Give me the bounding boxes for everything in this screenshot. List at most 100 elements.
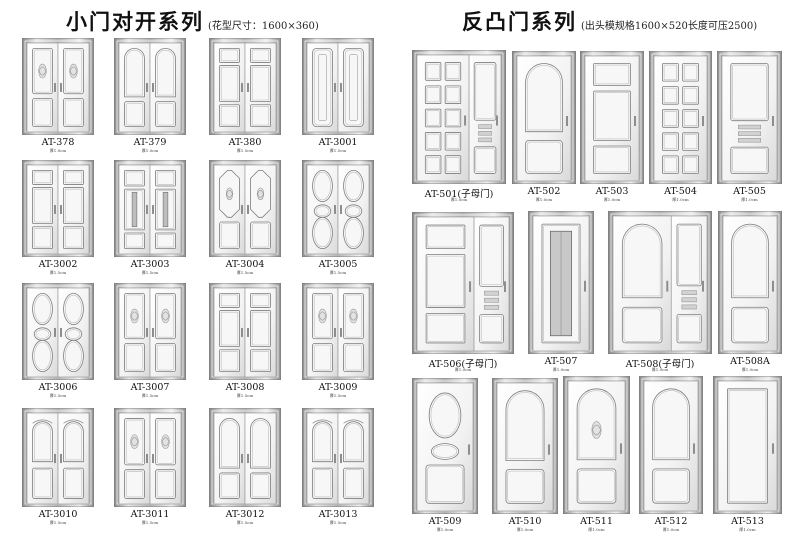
door-drawing [302, 283, 374, 380]
door-model-code: AT-3003 [130, 259, 170, 270]
door-model-code: AT-3012 [225, 509, 265, 520]
door-model-code: AT-501(子母门) [424, 189, 494, 200]
right-series-subtitle: (出头模规格1600×520长度可压2500) [581, 21, 758, 32]
door-model-code: AT-379 [133, 137, 167, 148]
door-model-code: AT-3013 [318, 509, 358, 520]
door-model-code: AT-510 [508, 516, 542, 527]
door-thickness-note: 厚1.5cm [49, 270, 67, 275]
door-drawing [114, 408, 186, 507]
door-model-code: AT-503 [595, 186, 629, 197]
door-model-code: AT-3004 [225, 259, 265, 270]
door-drawing [114, 160, 186, 257]
door-thickness-note: 厚1.5cm [236, 270, 254, 275]
door-thickness-note: 厚1.0cm [535, 197, 553, 202]
door-model-code: AT-507 [544, 356, 578, 367]
door-thickness-note: 厚1.5cm [329, 270, 347, 275]
door-model-code: AT-506(子母门) [428, 359, 498, 370]
door-model-code: AT-509 [428, 516, 462, 527]
door-model-code: AT-380 [228, 137, 262, 148]
door-thickness-note: 厚1.5cm [49, 393, 67, 398]
door-drawing [528, 211, 594, 354]
door-drawing [209, 160, 281, 257]
left-series-subtitle: (花型尺寸：1600×360) [208, 21, 319, 32]
door-thickness-note: 厚1.0cm [603, 197, 621, 202]
door-drawing [649, 51, 712, 184]
door-model-code: AT-505 [733, 186, 766, 197]
door-thickness-note: 厚1.0cm [552, 367, 570, 372]
door-thickness-note: 厚1.5cm [236, 520, 254, 525]
left-title-row: 小门对开系列 (花型尺寸：1600×360) [66, 6, 319, 38]
door-drawing [412, 50, 506, 184]
door-thickness-note: 厚1.0cm [436, 527, 454, 532]
door-thickness-note: 厚1.5cm [141, 270, 159, 275]
door-thickness-note: 厚1.0cm [741, 367, 759, 372]
door-thickness-note: 厚1.5cm [49, 520, 67, 525]
door-thickness-note: 厚1.5cm [329, 393, 347, 398]
door-thickness-note: 厚1.5cm [141, 393, 159, 398]
door-drawing [209, 283, 281, 380]
door-drawing [22, 408, 94, 507]
door-drawing [608, 211, 712, 354]
door-drawing [512, 51, 576, 184]
door-model-code: AT-3009 [318, 382, 358, 393]
door-model-code: AT-511 [580, 516, 613, 527]
door-drawing [412, 378, 478, 514]
door-model-code: AT-508(子母门) [625, 359, 695, 370]
door-model-code: AT-3001 [318, 137, 358, 148]
door-model-code: AT-3002 [38, 259, 78, 270]
door-drawing [580, 51, 644, 184]
door-thickness-note: 厚1.0cm [141, 148, 159, 153]
door-thickness-note: 厚1.0cm [662, 527, 680, 532]
door-drawing [209, 38, 281, 135]
door-thickness-note: 厚1.0cm [454, 367, 472, 372]
door-model-code: AT-502 [527, 186, 561, 197]
right-series-title: 反凸门系列 [462, 10, 577, 34]
door-drawing [302, 408, 374, 507]
door-drawing [412, 212, 514, 354]
door-thickness-note: 厚1.0cm [49, 148, 67, 153]
door-model-code: AT-513 [731, 516, 764, 527]
door-model-code: AT-504 [664, 186, 697, 197]
door-drawing [492, 378, 558, 514]
door-drawing [22, 38, 94, 135]
door-model-code: AT-378 [41, 137, 75, 148]
door-card: AT-501(子母门)厚1.0cm [412, 50, 506, 202]
door-card: AT-506(子母门)厚1.0cm [412, 212, 514, 372]
door-thickness-note: 厚1.0cm [588, 527, 605, 532]
left-series-title: 小门对开系列 [66, 10, 204, 34]
door-model-code: AT-508A [730, 356, 770, 367]
door-model-code: AT-3007 [130, 382, 170, 393]
door-drawing [302, 160, 374, 257]
door-model-code: AT-3006 [38, 382, 78, 393]
door-model-code: AT-3005 [318, 259, 358, 270]
door-thickness-note: 厚1.5cm [329, 520, 347, 525]
door-thickness-note: 厚1.0cm [516, 527, 534, 532]
door-drawing [114, 38, 186, 135]
door-drawing [717, 51, 782, 184]
door-drawing [713, 376, 782, 514]
door-model-code: AT-3008 [225, 382, 265, 393]
door-model-code: AT-3010 [38, 509, 78, 520]
right-title-row: 反凸门系列 (出头模规格1600×520长度可压2500) [462, 6, 757, 38]
door-thickness-note: 厚1.0cm [739, 527, 756, 532]
